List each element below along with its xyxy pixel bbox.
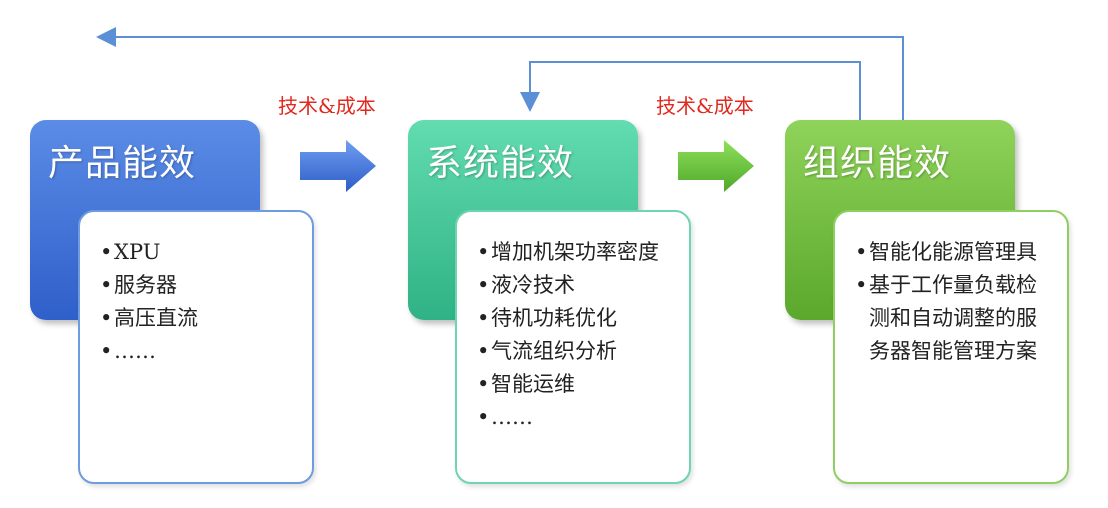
inner-feedback-line — [520, 61, 861, 120]
connector-label: 技术&成本 — [656, 94, 754, 118]
blue-right-arrow-icon — [300, 140, 376, 192]
stage-item-list: •智能化能源管理具 •基于工作量负载检测和自动调整的服务器智能管理方案 — [855, 236, 1055, 368]
stage-item-list: •增加机架功率密度 •液冷技术 •待机功耗优化 •气流组织分析 •智能运维 •…… — [477, 236, 677, 434]
list-item: •液冷技术 — [477, 273, 575, 297]
stage-product-card: •XPU •服务器 •高压直流 •…… — [78, 210, 314, 484]
stage-title: 系统能效 — [426, 143, 575, 184]
list-item: •服务器 — [100, 273, 177, 297]
stage-item-list: •XPU •服务器 •高压直流 •…… — [100, 236, 300, 368]
list-item: •高压直流 — [100, 306, 198, 330]
stage-organization-card: •智能化能源管理具 •基于工作量负载检测和自动调整的服务器智能管理方案 — [833, 210, 1069, 484]
list-item: •气流组织分析 — [477, 339, 617, 363]
connector-label: 技术&成本 — [278, 94, 376, 118]
green-right-arrow-icon — [678, 140, 754, 192]
list-item: •增加机架功率密度 — [477, 240, 659, 264]
list-item: •…… — [100, 339, 156, 363]
list-item: •基于工作量负载检测和自动调整的服务器智能管理方案 — [855, 273, 1037, 363]
stage-title: 产品能效 — [48, 143, 197, 184]
list-item: •XPU — [100, 240, 161, 264]
list-item: •…… — [477, 405, 533, 429]
list-item: •智能运维 — [477, 372, 575, 396]
list-item: •待机功耗优化 — [477, 306, 617, 330]
outer-feedback-line — [96, 27, 904, 120]
list-item: •智能化能源管理具 — [855, 240, 1037, 264]
stage-title: 组织能效 — [803, 143, 952, 184]
stage-system-card: •增加机架功率密度 •液冷技术 •待机功耗优化 •气流组织分析 •智能运维 •…… — [455, 210, 691, 484]
